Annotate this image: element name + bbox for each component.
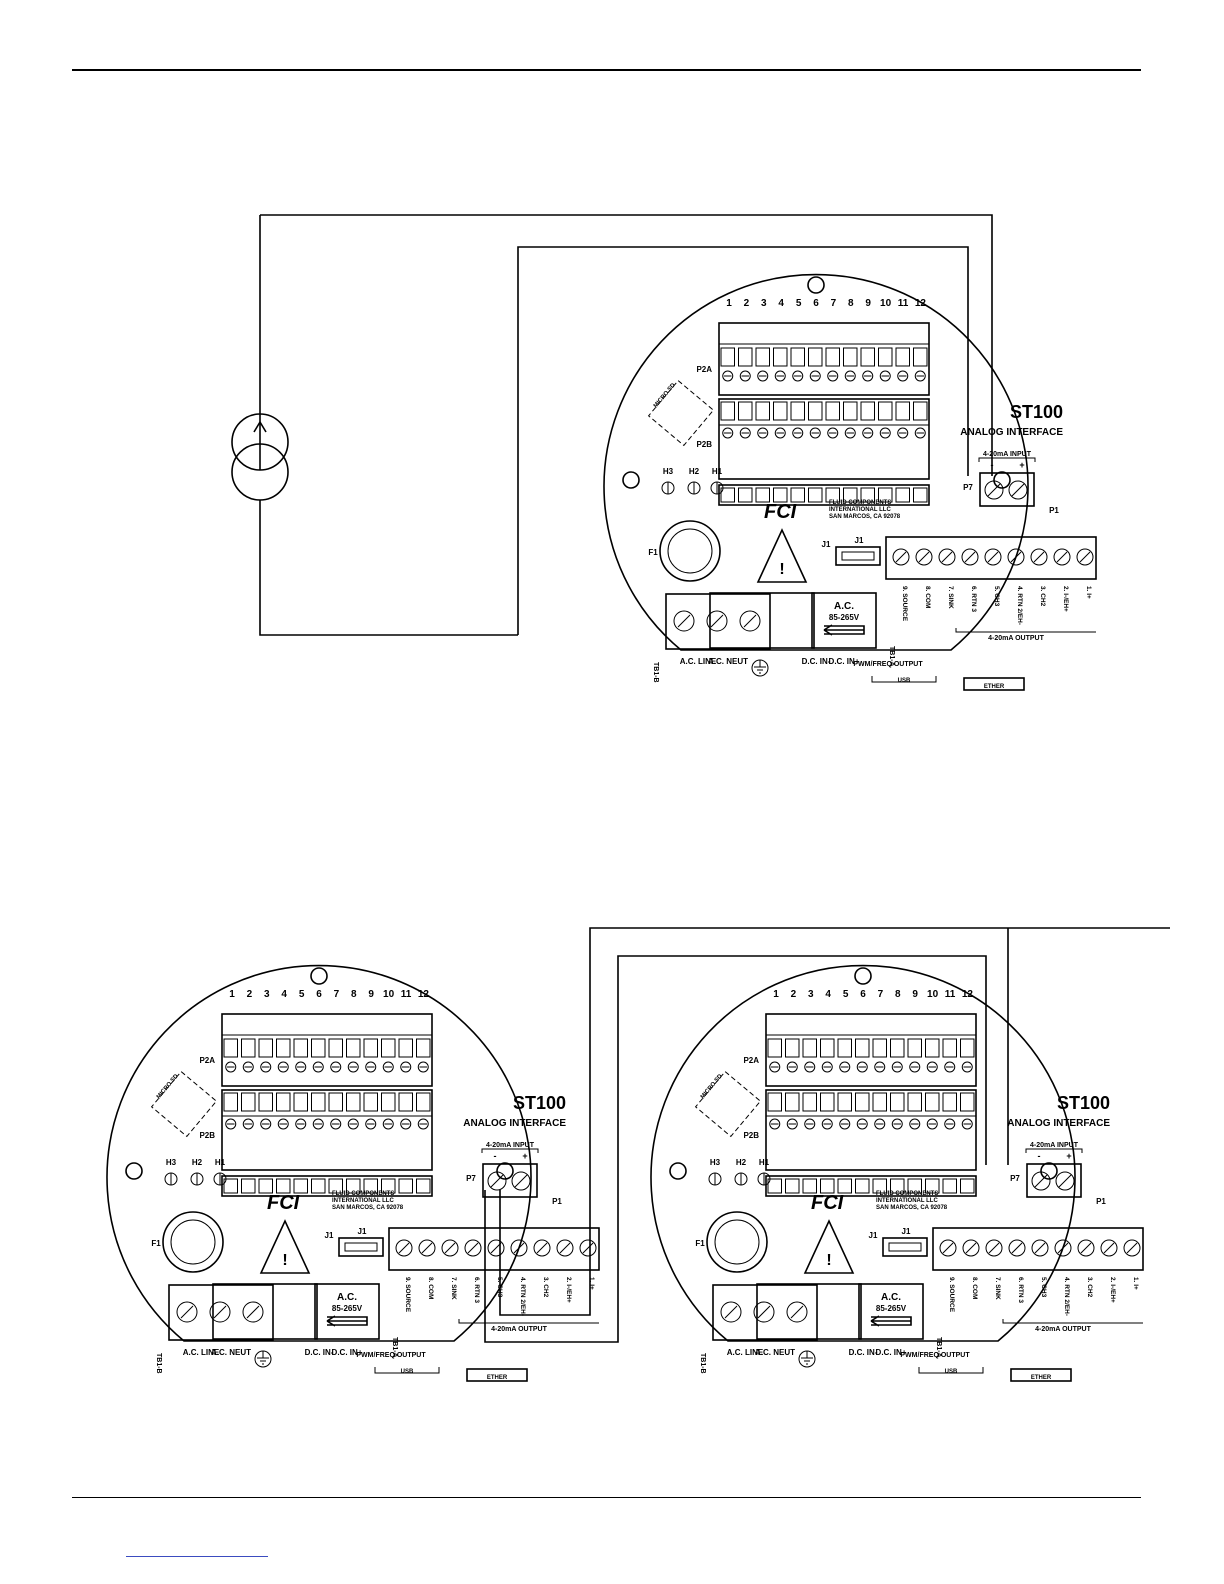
figure-bottom (106, 927, 1170, 1382)
current-source-icon (231, 413, 289, 501)
top-rule (72, 69, 1141, 71)
st100-board-left (106, 964, 600, 1382)
footer-link[interactable] (126, 1556, 268, 1557)
wire-minus-top (517, 246, 969, 635)
st100-board-top (603, 273, 1097, 691)
wire-chain-inner (484, 955, 987, 1343)
wire-source-loop (259, 215, 518, 636)
figure-top (231, 214, 1097, 691)
wire-plus-top (260, 214, 993, 476)
wire-chain-outer (499, 927, 1170, 1316)
bottom-rule (72, 1497, 1141, 1498)
st100-board-right (650, 964, 1144, 1382)
